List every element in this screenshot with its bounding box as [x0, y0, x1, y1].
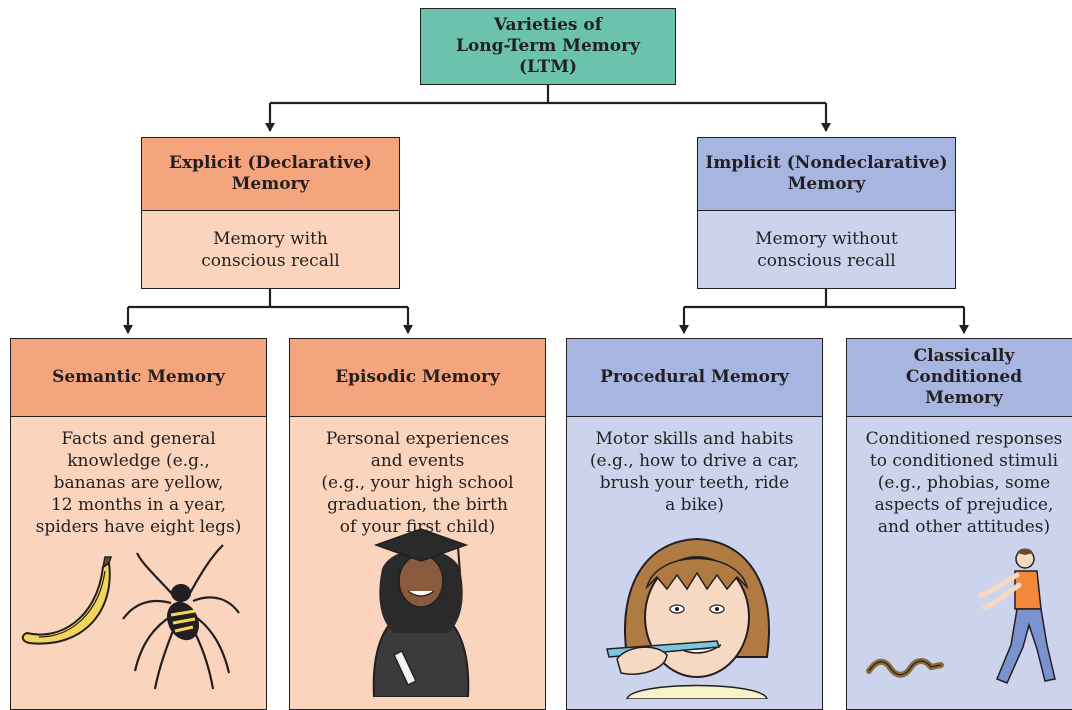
procedural-memory-description: Motor skills and habits (e.g., how to dr… — [567, 416, 822, 516]
procedural-memory-title: Procedural Memory — [567, 339, 822, 416]
episodic-title-text: Episodic Memory — [335, 367, 500, 387]
explicit-memory-description: Memory with conscious recall — [142, 210, 399, 272]
spider-illustration — [122, 544, 240, 690]
semantic-desc-line: Facts and general — [61, 429, 216, 449]
root-title: Varieties of Long-Term Memory (LTM) — [421, 9, 675, 83]
person-backing-away-illustration — [978, 548, 1056, 684]
explicit-desc-line-2: conscious recall — [201, 251, 340, 271]
implicit-title-line-1: Implicit (Nondeclarative) — [705, 153, 948, 173]
banana-illustration — [21, 556, 113, 645]
episodic-desc-line: Personal experiences — [325, 429, 510, 449]
episodic-desc-line: (e.g., your high school — [321, 473, 514, 493]
snake-illustration — [866, 658, 944, 678]
episodic-desc-line: and events — [370, 451, 465, 471]
semantic-desc-line: bananas are yellow, — [53, 473, 224, 493]
classical-desc-line: aspects of prejudice, — [874, 495, 1054, 515]
semantic-memory-description: Facts and general knowledge (e.g., banan… — [11, 416, 266, 538]
implicit-memory-description: Memory without conscious recall — [698, 210, 955, 272]
explicit-title-line-1: Explicit (Declarative) — [169, 153, 372, 173]
episodic-desc-line: of your first child) — [339, 517, 496, 537]
implicit-desc-line-2: conscious recall — [757, 251, 896, 271]
implicit-memory-box: Implicit (Nondeclarative) Memory Memory … — [697, 137, 956, 289]
implicit-desc-line-1: Memory without — [755, 229, 898, 249]
classically-conditioned-memory-title: Classically Conditioned Memory — [847, 339, 1072, 416]
root-box: Varieties of Long-Term Memory (LTM) — [420, 8, 676, 85]
semantic-title-text: Semantic Memory — [52, 367, 225, 387]
procedural-desc-line: brush your teeth, ride — [599, 473, 790, 493]
classical-desc-line: Conditioned responses — [865, 429, 1063, 449]
graduate-illustration — [372, 528, 470, 697]
semantic-desc-line: spiders have eight legs) — [35, 517, 242, 537]
implicit-memory-title: Implicit (Nondeclarative) Memory — [698, 138, 955, 210]
explicit-desc-line-1: Memory with — [213, 229, 328, 249]
episodic-memory-description: Personal experiences and events (e.g., y… — [290, 416, 545, 538]
procedural-desc-line: Motor skills and habits — [595, 429, 794, 449]
procedural-desc-line: (e.g., how to drive a car, — [589, 451, 800, 471]
episodic-memory-title: Episodic Memory — [290, 339, 545, 416]
root-title-line-1: Varieties of — [493, 14, 603, 35]
procedural-memory-box: Procedural Memory Motor skills and habit… — [566, 338, 823, 710]
classical-title-line-1: Classically Conditioned — [905, 346, 1023, 387]
classically-conditioned-memory-description: Conditioned responses to conditioned sti… — [847, 416, 1072, 538]
classical-desc-line: to conditioned stimuli — [869, 451, 1059, 471]
implicit-title-line-2: Memory — [787, 174, 866, 194]
explicit-memory-title: Explicit (Declarative) Memory — [142, 138, 399, 210]
episodic-desc-line: graduation, the birth — [327, 495, 508, 515]
explicit-title-line-2: Memory — [231, 174, 310, 194]
root-title-line-2: Long-Term Memory (LTM) — [456, 35, 640, 77]
semantic-memory-box: Semantic Memory Facts and general knowle… — [10, 338, 267, 710]
semantic-desc-line: knowledge (e.g., — [67, 451, 210, 471]
brushing-teeth-illustration — [606, 537, 770, 699]
procedural-title-text: Procedural Memory — [600, 367, 789, 387]
procedural-desc-line: a bike) — [665, 495, 724, 515]
classical-desc-line: and other attitudes) — [877, 517, 1051, 537]
explicit-memory-box: Explicit (Declarative) Memory Memory wit… — [141, 137, 400, 289]
semantic-memory-title: Semantic Memory — [11, 339, 266, 416]
classically-conditioned-memory-box: Classically Conditioned Memory Condition… — [846, 338, 1072, 710]
semantic-desc-line: 12 months in a year, — [50, 495, 227, 515]
episodic-memory-box: Episodic Memory Personal experiences and… — [289, 338, 546, 710]
classical-title-line-2: Memory — [925, 388, 1003, 408]
classical-desc-line: (e.g., phobias, some — [877, 473, 1051, 493]
